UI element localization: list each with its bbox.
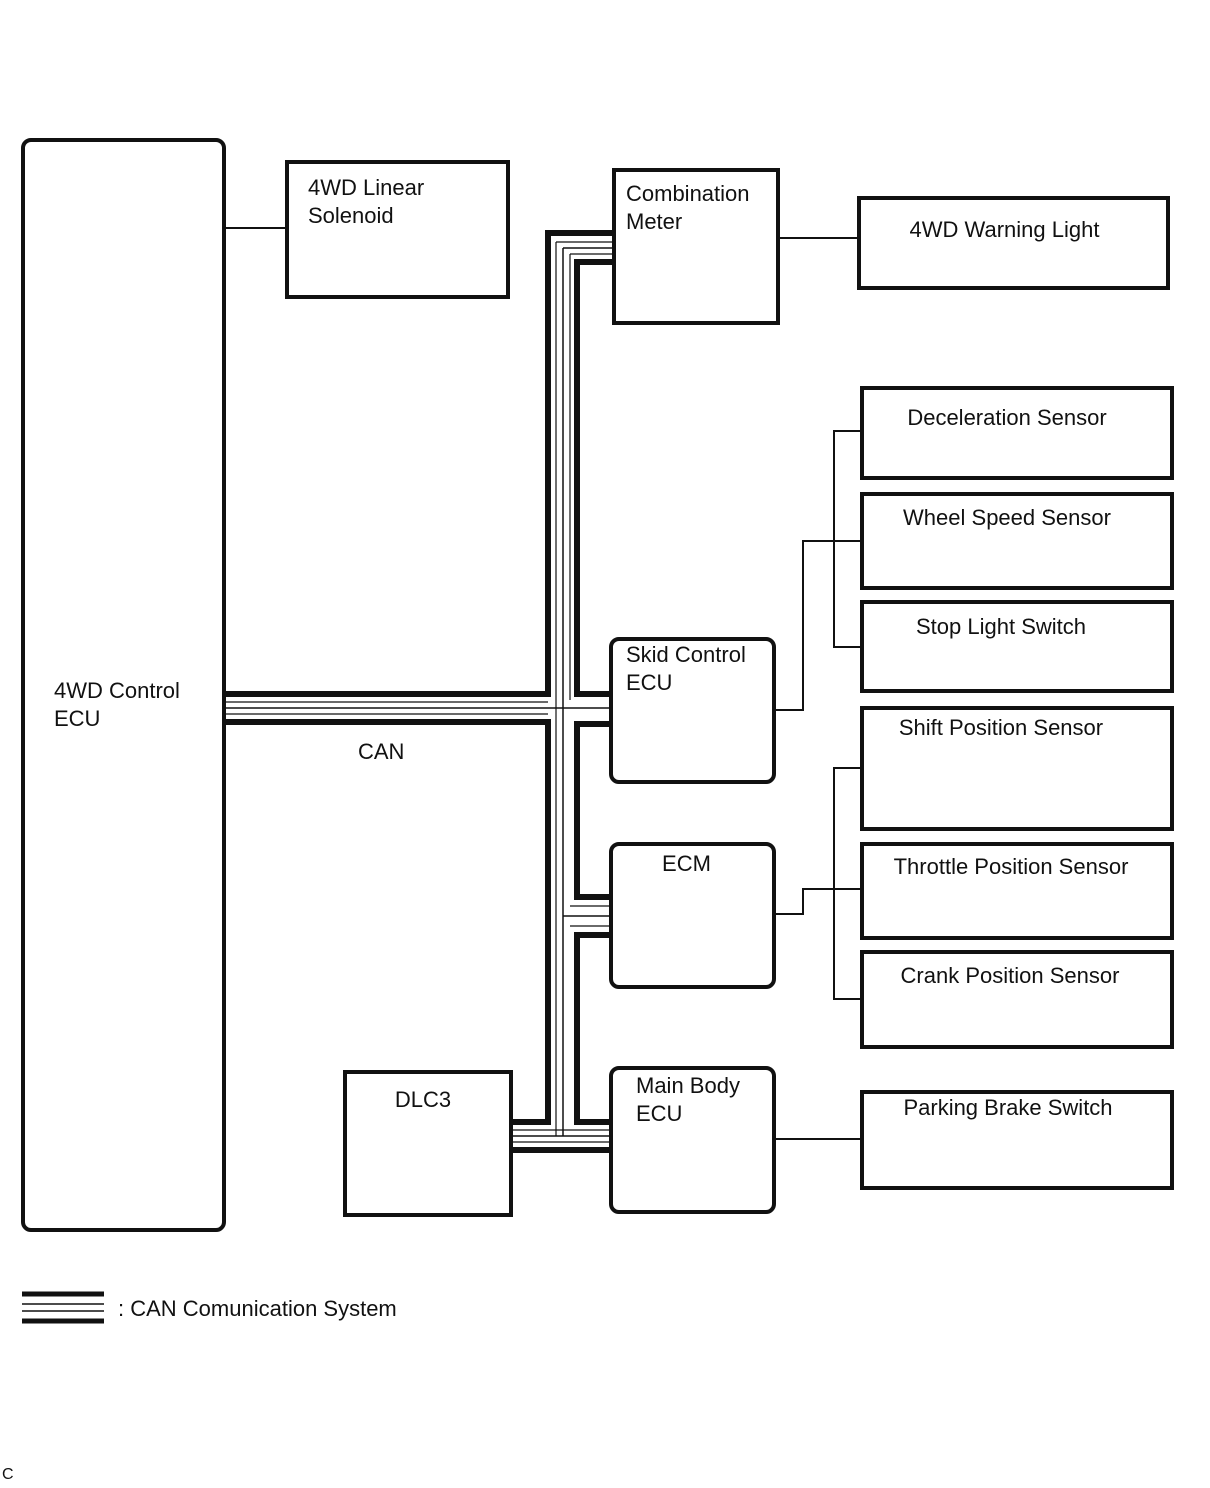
signal-wires: [226, 227, 862, 1140]
shift-position-sensor-label: Shift Position Sensor: [898, 715, 1104, 740]
can-legend-symbol: [22, 1291, 104, 1324]
crank-position-sensor-box: [860, 950, 1174, 1049]
ecm-label: ECM: [662, 851, 711, 876]
shift-position-sensor-box: [860, 706, 1174, 831]
4wd-linear-solenoid-label: 4WD Linear Solenoid: [308, 175, 425, 228]
combination-meter-label: Combination Meter: [626, 181, 750, 234]
parking-brake-switch-box: [860, 1090, 1174, 1190]
4wd-linear-solenoid-box: [285, 160, 510, 299]
can-bus-rail-lower: [226, 719, 551, 1125]
wheel-speed-sensor-label: Wheel Speed Sensor: [903, 505, 1111, 530]
deceleration-sensor-box: [860, 386, 1174, 480]
can-bus-rail-inner-2: [574, 721, 612, 900]
skid-control-ecu-label: Skid Control ECU: [626, 642, 746, 695]
wire-shift-crank: [833, 767, 862, 1000]
throttle-position-sensor-box: [860, 842, 1174, 940]
can-bus-rail-inner-3: [574, 932, 612, 1125]
main-body-ecu-label: Main Body ECU: [636, 1073, 740, 1126]
wire-skid-sensors: [774, 540, 862, 711]
4wd-control-ecu-label: 4WD Control ECU: [54, 678, 180, 731]
ecm-box: [609, 842, 776, 989]
dlc3-label: DLC3: [394, 1087, 452, 1112]
can-legend-text: : CAN Comunication System: [118, 1296, 397, 1321]
can-bus-lines: [226, 230, 614, 1153]
dlc3-box: [343, 1070, 513, 1217]
can-bus-rail-inner: [574, 259, 614, 697]
wire-ecm-sensors: [774, 888, 862, 915]
combination-meter-box: [612, 168, 780, 325]
can-bus-rail-upper: [226, 230, 614, 697]
4wd-warning-light-label: 4WD Warning Light: [909, 217, 1100, 242]
throttle-position-sensor-label: Throttle Position Sensor: [893, 854, 1129, 879]
stop-light-switch-box: [860, 600, 1174, 693]
parking-brake-switch-label: Parking Brake Switch: [903, 1095, 1113, 1120]
crank-position-sensor-label: Crank Position Sensor: [900, 963, 1120, 988]
skid-control-ecu-box: [609, 637, 776, 784]
main-body-ecu-box: [609, 1066, 776, 1214]
can-bus-label: CAN: [358, 739, 405, 764]
wheel-speed-sensor-box: [860, 492, 1174, 590]
wire-decel-stop: [833, 430, 862, 648]
corner-mark: C: [2, 1466, 14, 1483]
deceleration-sensor-label: Deceleration Sensor: [907, 405, 1107, 430]
4wd-control-ecu-box: [21, 138, 226, 1232]
stop-light-switch-label: Stop Light Switch: [916, 614, 1086, 639]
4wd-warning-light-box: [857, 196, 1170, 290]
